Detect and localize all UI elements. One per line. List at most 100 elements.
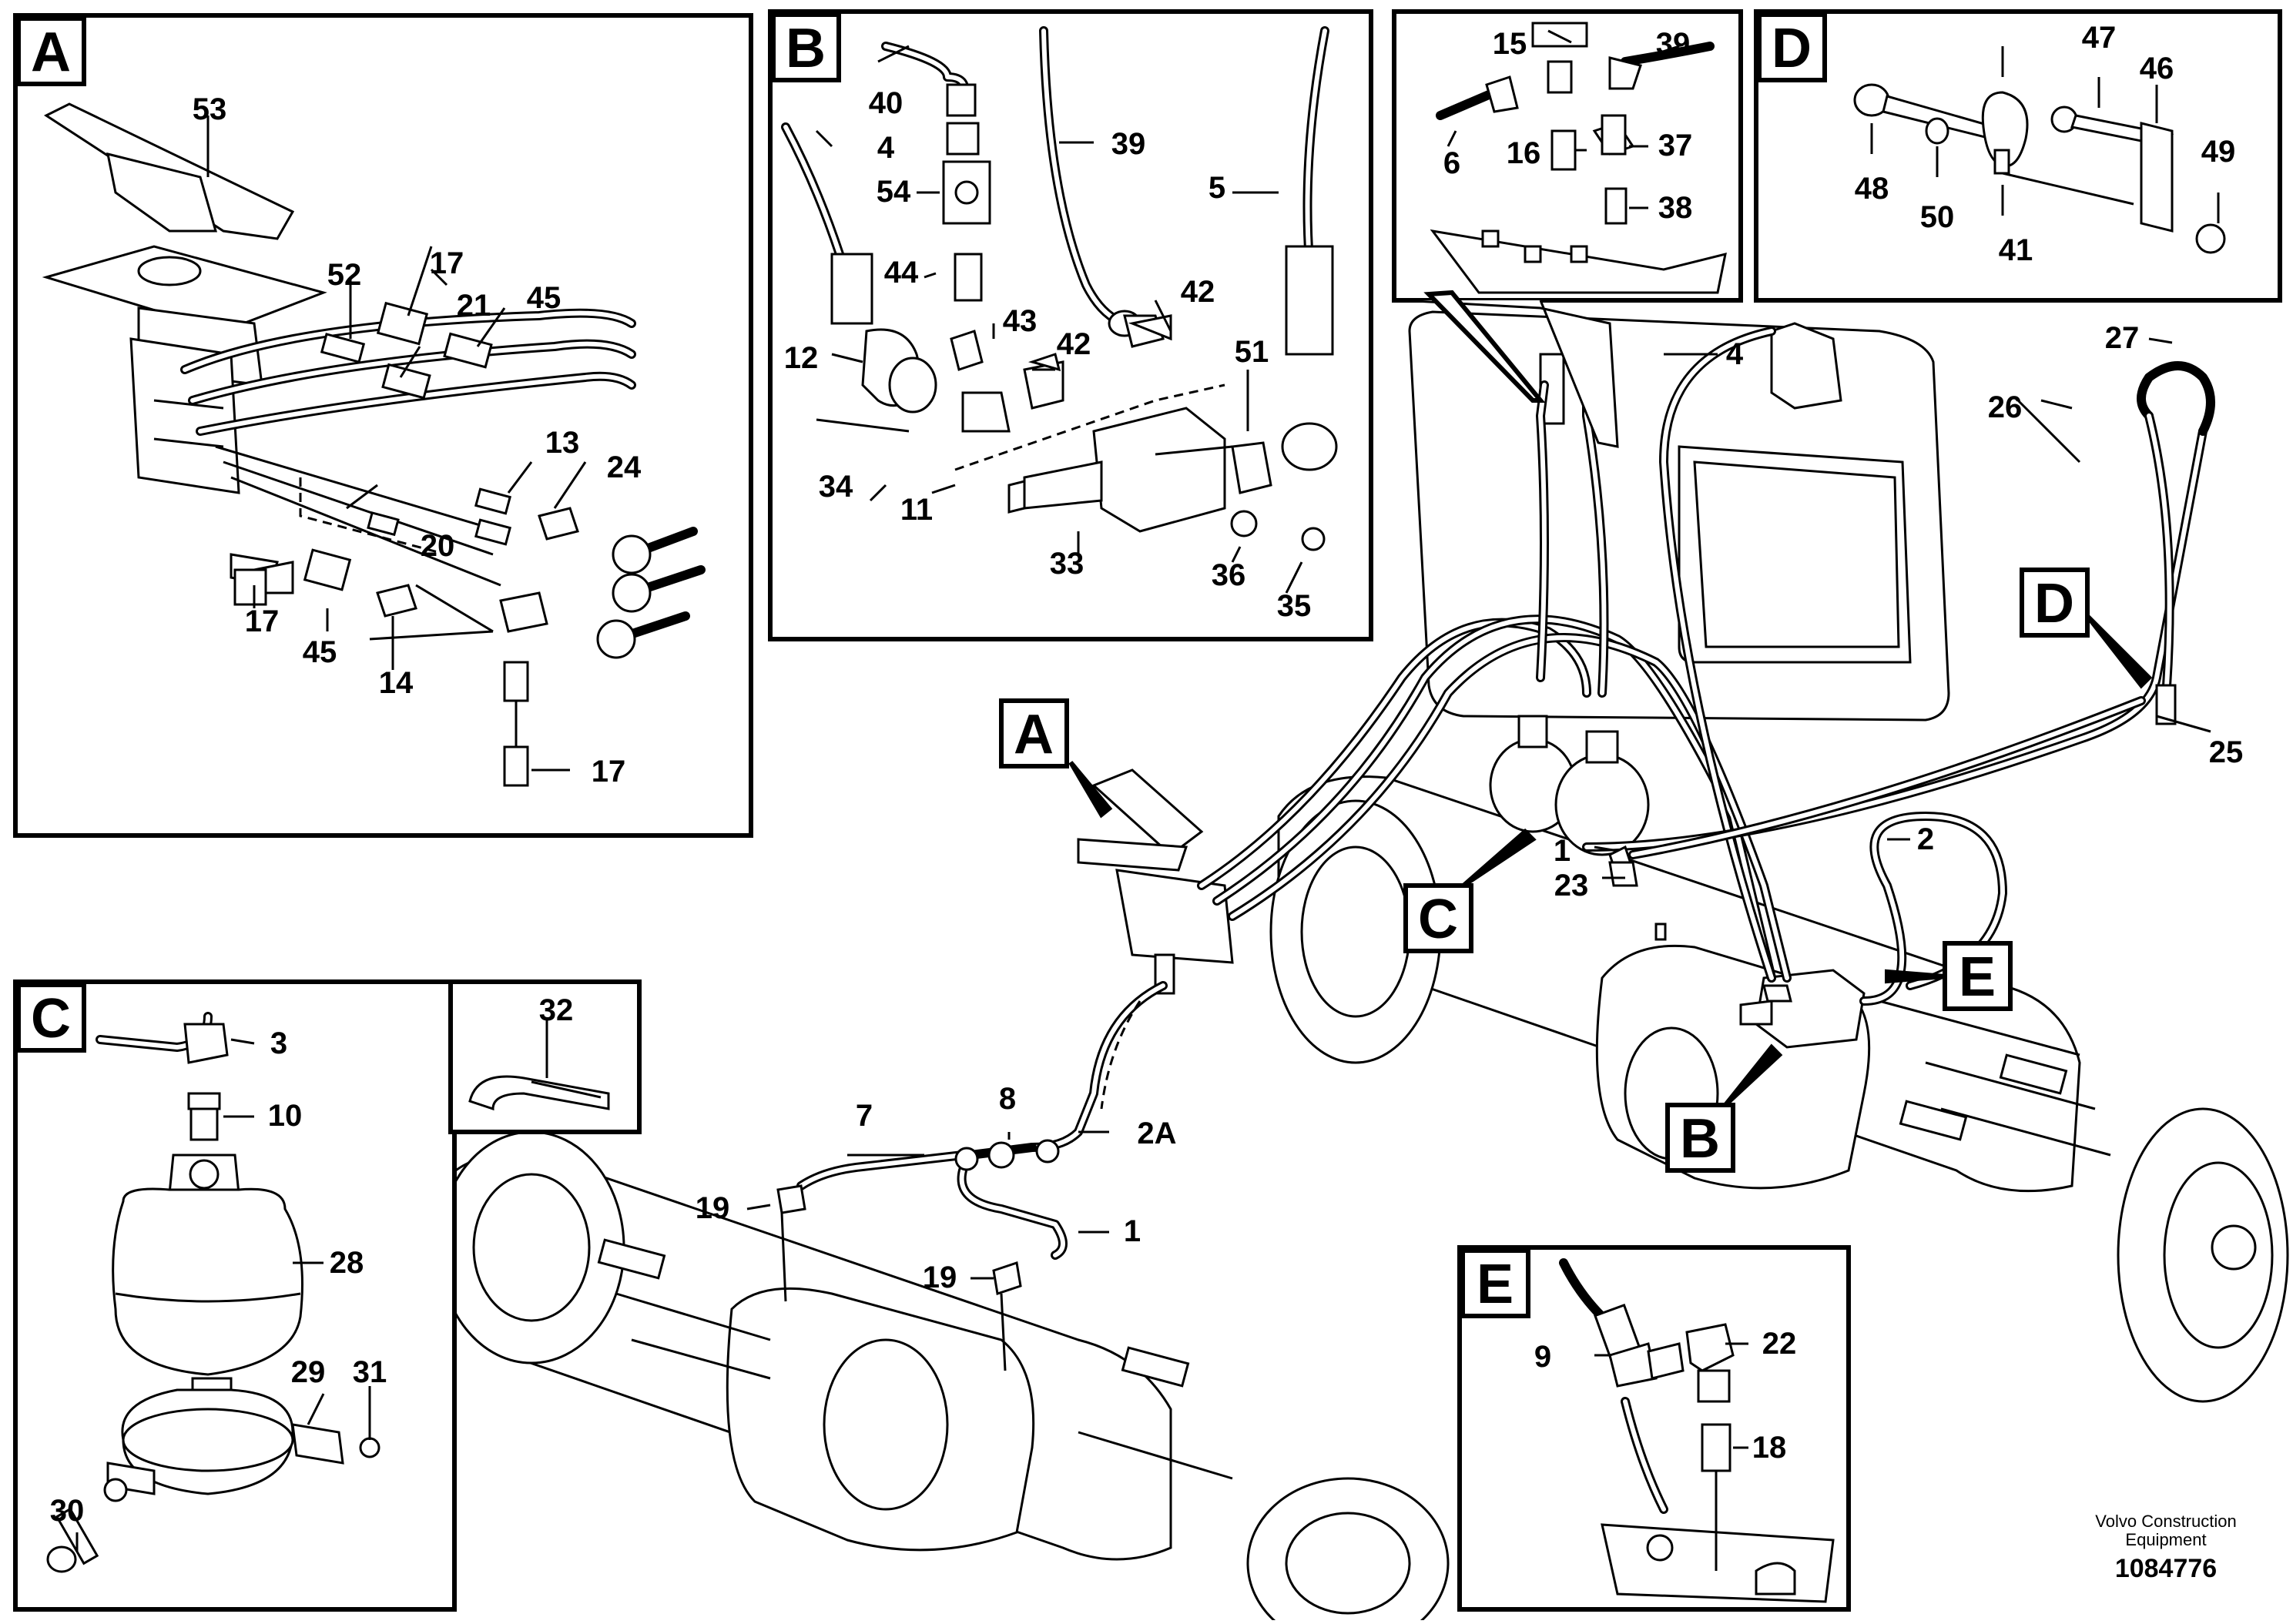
callout-top-38: 38 — [1658, 191, 1693, 225]
callout-d-46: 46 — [2140, 52, 2174, 85]
main-tag-e: E — [1885, 941, 2013, 1011]
callout-b-5: 5 — [1209, 171, 1225, 205]
detail-c-tag: C — [16, 983, 86, 1053]
callout-top-15: 15 — [1493, 27, 1527, 61]
callout-e-9: 9 — [1534, 1340, 1551, 1374]
callout-main-23: 23 — [1554, 869, 1589, 902]
callout-a-53: 53 — [193, 92, 227, 126]
callout-a-24: 24 — [607, 450, 642, 484]
callout-c-29: 29 — [291, 1355, 326, 1389]
callout-main-26: 26 — [1988, 390, 2023, 424]
callout-c-31: 31 — [353, 1355, 387, 1389]
callout-d-50: 50 — [1920, 200, 1955, 234]
callout-b-44: 44 — [884, 256, 919, 290]
main-tag-d: D — [2020, 568, 2153, 689]
detail-e-tag: E — [1460, 1248, 1530, 1318]
callout-b-4: 4 — [877, 131, 895, 165]
callout-labels-detail-c: 3 10 28 29 31 30 — [50, 1026, 387, 1528]
callout-main-4: 4 — [1726, 337, 1744, 371]
drawing-number: 1084776 — [2115, 1554, 2217, 1583]
callout-a-52: 52 — [327, 258, 362, 292]
main-tag-c-label: C — [1418, 889, 1458, 950]
callout-top-37: 37 — [1658, 129, 1693, 162]
callout-a-14: 14 — [379, 666, 414, 700]
callout-a-17c: 17 — [592, 755, 626, 789]
detail-d-panel: D — [1754, 9, 2282, 303]
callout-b-33: 33 — [1050, 547, 1084, 581]
detail-a-panel: A — [13, 13, 753, 838]
main-tag-e-label: E — [1959, 946, 1996, 1008]
callout-c-10: 10 — [268, 1099, 303, 1133]
callout-top-6: 6 — [1443, 146, 1460, 180]
callout-a-13: 13 — [545, 426, 580, 460]
main-tag-a: A — [999, 698, 1113, 819]
main-tag-b: B — [1665, 1043, 1783, 1173]
callout-a-45: 45 — [527, 281, 562, 315]
callout-c-3: 3 — [270, 1026, 287, 1060]
main-assembly — [437, 310, 2289, 1624]
callout-a-17: 17 — [430, 246, 464, 280]
callout-b-36: 36 — [1212, 558, 1246, 592]
callout-main-2: 2 — [1917, 822, 1934, 856]
callout-a-45b: 45 — [303, 635, 337, 669]
callout-labels-detail-b: 40 4 39 5 54 44 43 42 42 51 12 34 11 33 … — [784, 86, 1312, 623]
main-tag-a-label: A — [1014, 704, 1054, 765]
callout-e-22: 22 — [1762, 1327, 1797, 1361]
callout-b-35: 35 — [1277, 589, 1312, 623]
callout-top-16: 16 — [1507, 136, 1541, 170]
callout-labels-main: 4 27 26 25 2 1 23 7 8 2A 19 1 19 — [696, 321, 2244, 1294]
callout-labels-detail-top: 15 39 6 16 37 38 — [1443, 27, 1692, 225]
detail-b-frame — [768, 9, 1373, 641]
strap-panel — [448, 979, 642, 1134]
callout-b-39: 39 — [1111, 127, 1146, 161]
callout-labels-detail-e: 9 22 18 — [1534, 1327, 1796, 1465]
callout-top-39: 39 — [1656, 27, 1691, 61]
callout-labels-detail-d: 47 46 48 50 41 49 — [1855, 21, 2236, 267]
callout-a-20: 20 — [421, 529, 455, 563]
callout-b-40: 40 — [869, 86, 903, 120]
company-name-line2: Equipment — [2125, 1530, 2206, 1549]
callout-d-48: 48 — [1855, 172, 1889, 206]
detail-d-tag: D — [1757, 12, 1827, 82]
callout-main-27: 27 — [2105, 321, 2140, 355]
main-tag-c: C — [1403, 828, 1537, 953]
callout-a-17b: 17 — [245, 604, 280, 638]
detail-d-tag-label: D — [1772, 18, 1812, 79]
callout-main-1b: 1 — [1124, 1214, 1141, 1248]
detail-b-tag: B — [771, 12, 841, 82]
callout-b-42a: 42 — [1057, 327, 1091, 361]
callout-b-34: 34 — [819, 470, 853, 504]
detail-b-tag-label: B — [786, 18, 826, 79]
callout-main-19b: 19 — [923, 1261, 957, 1294]
detail-c-panel: C — [13, 979, 457, 1612]
detail-e-tag-label: E — [1477, 1254, 1514, 1315]
detail-e-panel: E — [1457, 1245, 1851, 1612]
detail-a-tag: A — [16, 16, 86, 86]
callout-e-18: 18 — [1752, 1431, 1787, 1465]
callout-main-19a: 19 — [696, 1191, 730, 1225]
detail-a-tag-label: A — [31, 22, 71, 83]
detail-top-panel — [1392, 9, 1743, 448]
callout-main-7: 7 — [856, 1099, 873, 1133]
callout-b-12: 12 — [784, 341, 819, 375]
company-name-line1: Volvo Construction — [2095, 1512, 2236, 1531]
callout-strap-32: 32 — [539, 993, 574, 1027]
callout-main-1: 1 — [1554, 834, 1571, 868]
detail-b-panel: B — [768, 9, 1373, 641]
callout-d-47: 47 — [2082, 21, 2117, 55]
callout-b-43: 43 — [1003, 304, 1038, 338]
footer: Volvo Construction Equipment 1084776 — [2095, 1512, 2236, 1583]
detail-c-tag-label: C — [31, 988, 71, 1050]
callout-d-49: 49 — [2201, 135, 2236, 169]
callout-b-11: 11 — [900, 493, 933, 527]
callout-main-25: 25 — [2209, 735, 2244, 769]
callout-b-54: 54 — [877, 175, 911, 209]
callout-main-8: 8 — [999, 1082, 1016, 1116]
callout-c-28: 28 — [330, 1246, 364, 1280]
main-tag-b-label: B — [1680, 1108, 1720, 1170]
callout-a-21: 21 — [457, 289, 491, 323]
callout-c-30: 30 — [50, 1494, 85, 1528]
main-tag-d-label: D — [2034, 573, 2074, 635]
